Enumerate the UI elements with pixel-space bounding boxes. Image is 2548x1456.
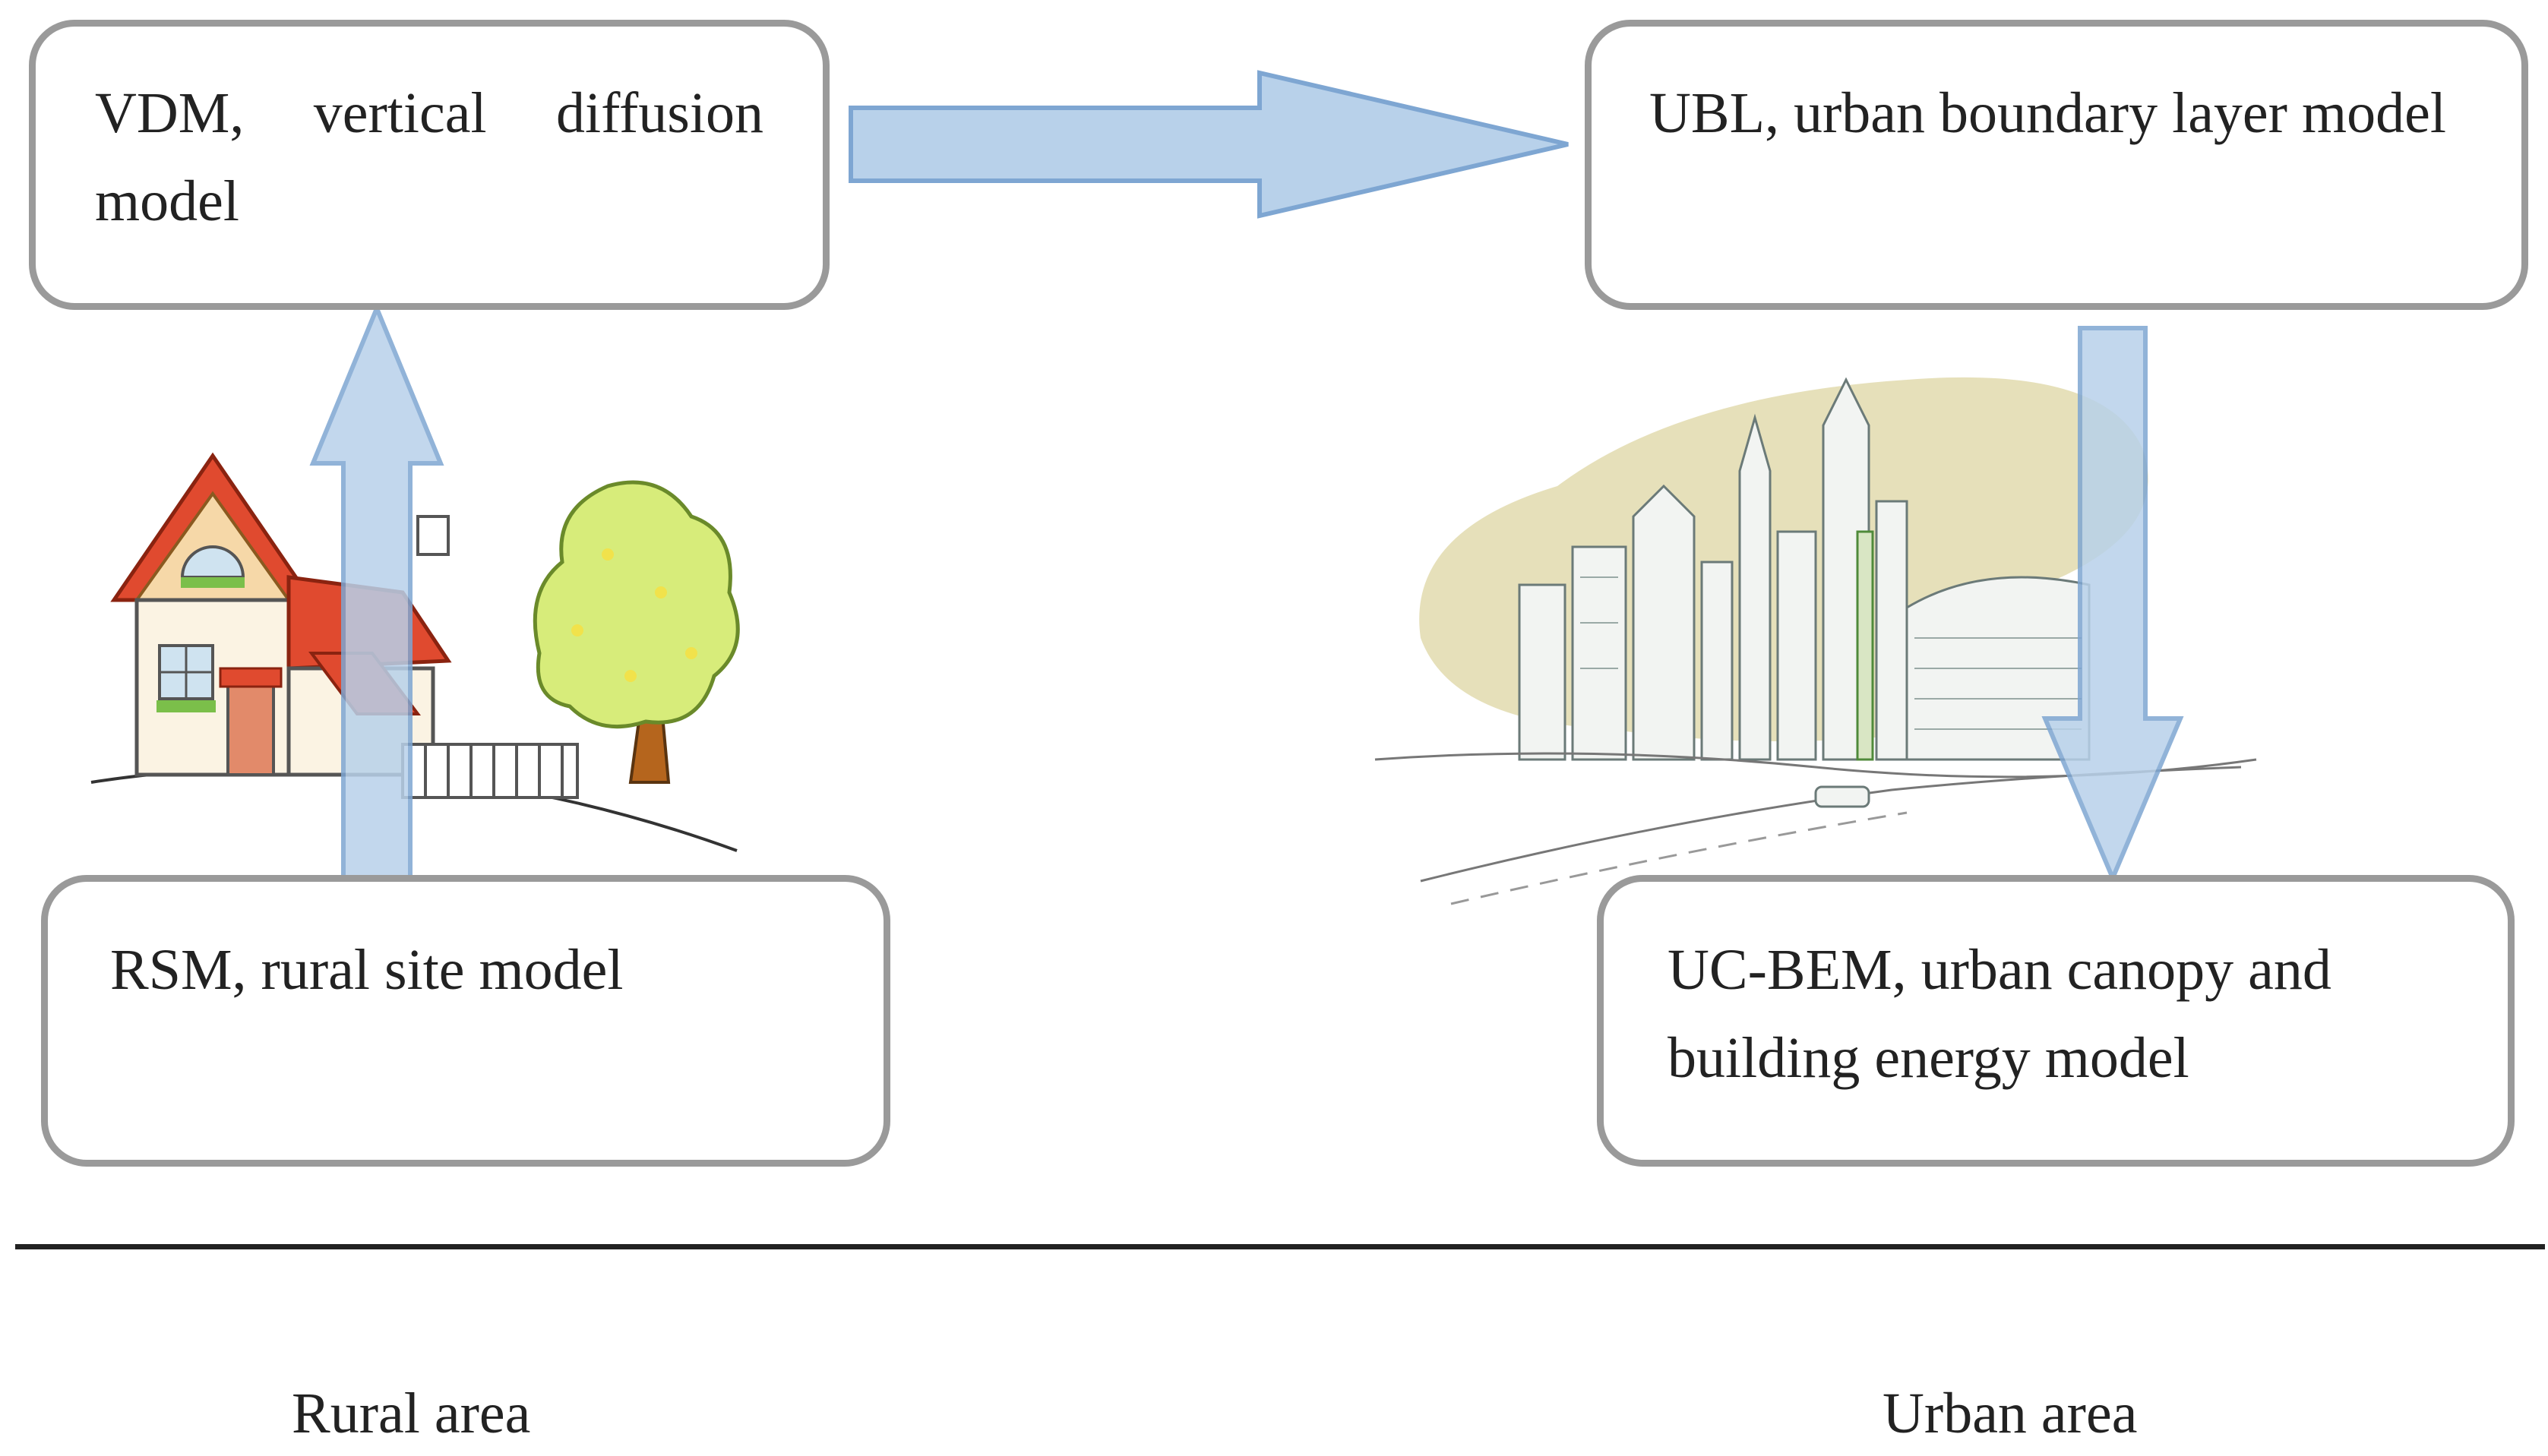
ubl-label: UBL, urban boundary layer model [1649, 81, 2446, 145]
area-divider-line [15, 1244, 2545, 1249]
arrow-ubl-to-ucbem [2041, 326, 2184, 884]
urban-area-label: Urban area [1883, 1382, 2138, 1445]
rsm-box: RSM, rural site model [41, 875, 890, 1167]
arrow-vdm-to-ubl [849, 70, 1569, 219]
rural-area-label: Rural area [292, 1382, 531, 1445]
vdm-box: VDM, vertical diffusion model [29, 20, 830, 310]
tree-icon [533, 480, 740, 784]
rsm-label: RSM, rural site model [110, 938, 624, 1002]
arrow-rsm-to-vdm [309, 302, 444, 891]
vdm-label: VDM, vertical diffusion model [95, 81, 763, 233]
ucbem-label: UC-BEM, urban canopy and building energy… [1668, 938, 2331, 1090]
ubl-box: UBL, urban boundary layer model [1585, 20, 2528, 310]
urban-city-illustration [1374, 377, 2257, 905]
ucbem-box: UC-BEM, urban canopy and building energy… [1597, 875, 2515, 1167]
